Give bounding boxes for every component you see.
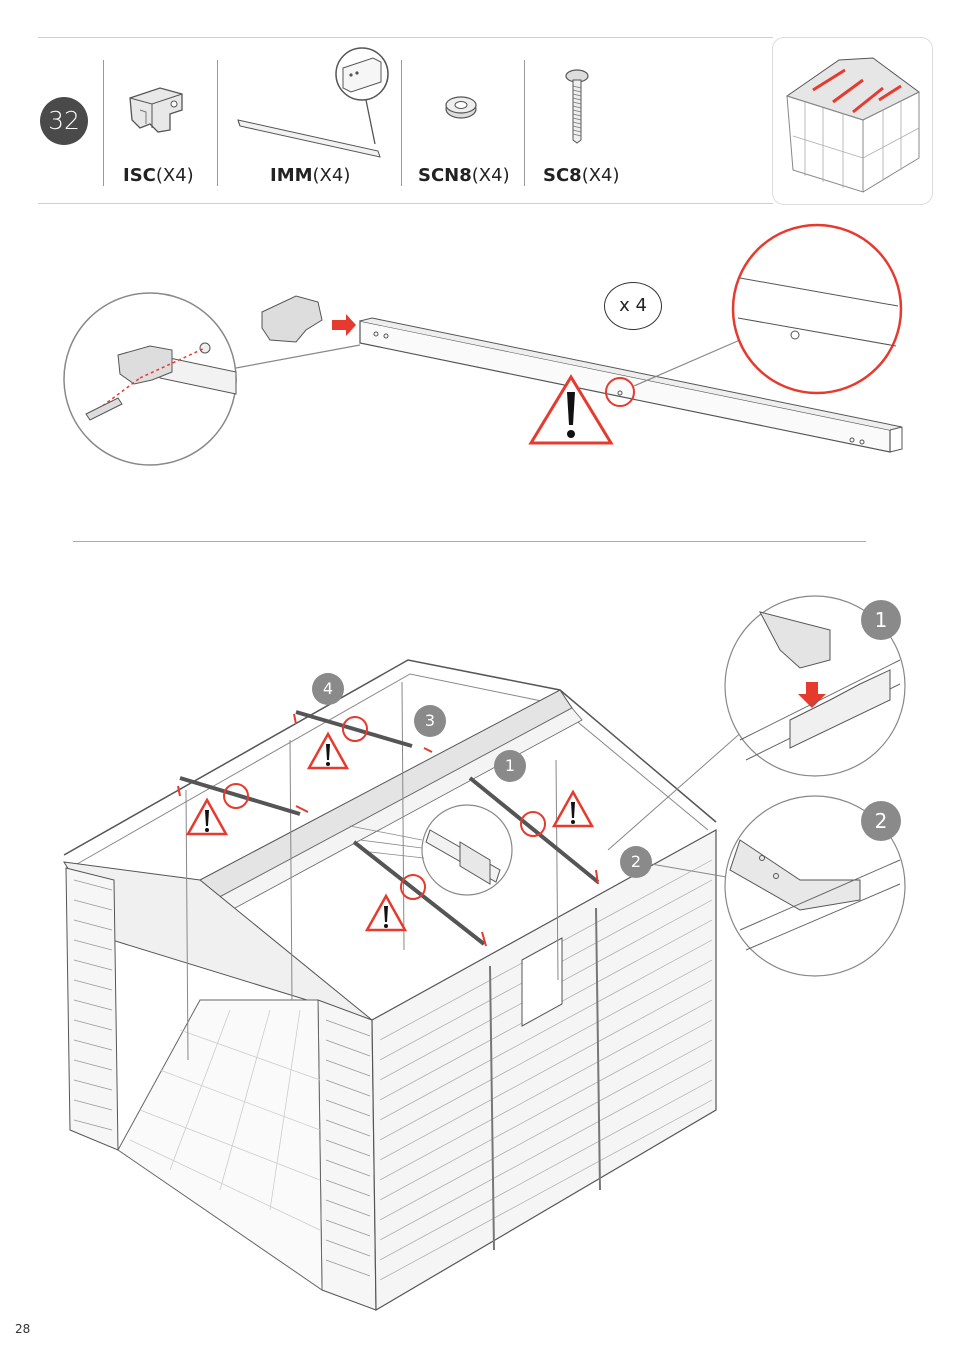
callout-badge-3: 3 bbox=[414, 705, 446, 737]
warning-icon bbox=[188, 800, 226, 834]
callout-badge-2: 2 bbox=[620, 846, 652, 878]
warning-icon bbox=[309, 734, 347, 768]
callout-badge-1: 1 bbox=[494, 750, 526, 782]
callout-badge-4: 4 bbox=[312, 673, 344, 705]
page-number: 28 bbox=[15, 1322, 30, 1336]
detail-badge-2: 2 bbox=[861, 801, 901, 841]
warning-icon bbox=[554, 792, 592, 826]
detail-badge-1: 1 bbox=[861, 600, 901, 640]
warning-icon bbox=[367, 896, 405, 930]
